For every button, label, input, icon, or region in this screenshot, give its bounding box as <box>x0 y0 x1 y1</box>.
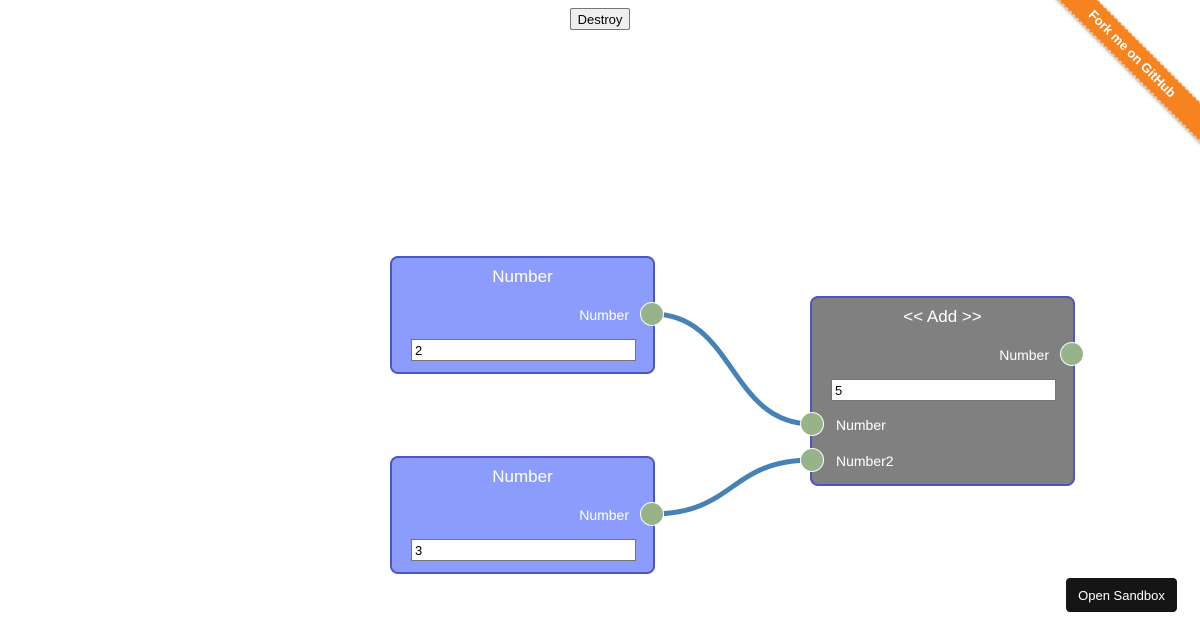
result-input[interactable] <box>831 379 1056 401</box>
number-node-2[interactable]: Number Number <box>390 456 655 574</box>
output-label: Number <box>579 307 629 323</box>
output-socket[interactable] <box>640 502 664 526</box>
node-title: Number <box>492 467 553 486</box>
input-socket-number2[interactable] <box>800 448 824 472</box>
connection-1 <box>651 311 813 427</box>
fork-me-on-github-link[interactable]: Fork me on GitHub <box>1050 0 1200 149</box>
number-input[interactable] <box>411 339 636 361</box>
output-socket[interactable] <box>1060 342 1084 366</box>
node-title: << Add >> <box>903 307 982 326</box>
output-socket[interactable] <box>640 302 664 326</box>
open-sandbox-button[interactable]: Open Sandbox <box>1066 578 1177 612</box>
add-node[interactable]: << Add >> Number Number Number2 <box>810 296 1075 486</box>
number-node-1[interactable]: Number Number <box>390 256 655 374</box>
input-label-number2: Number2 <box>836 453 894 469</box>
input-label-number: Number <box>836 417 886 433</box>
node-title: Number <box>492 267 553 286</box>
output-label: Number <box>999 347 1049 363</box>
destroy-button[interactable]: Destroy <box>570 8 630 30</box>
input-socket-number[interactable] <box>800 412 824 436</box>
connection-2 <box>651 457 813 517</box>
output-label: Number <box>579 507 629 523</box>
github-ribbon: Fork me on GitHub <box>1050 0 1200 150</box>
number-input[interactable] <box>411 539 636 561</box>
